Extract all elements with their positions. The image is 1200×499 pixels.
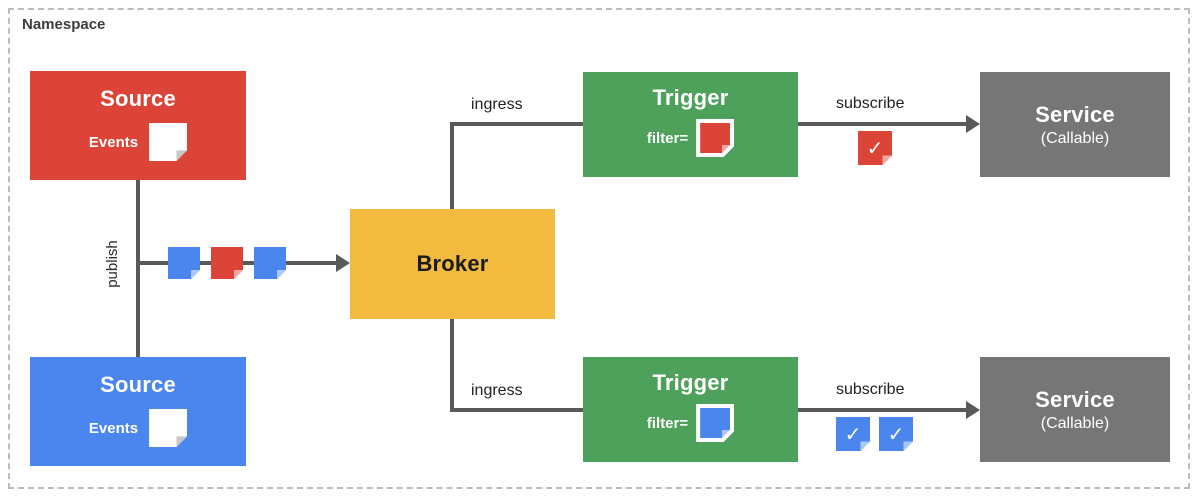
broker-title: Broker bbox=[416, 251, 489, 276]
ingress-bottom-label: ingress bbox=[471, 382, 523, 399]
filter-event-blue-icon bbox=[696, 404, 735, 442]
node-service-top: Service (Callable) bbox=[980, 72, 1170, 177]
filter-row: filter= bbox=[646, 404, 735, 442]
node-source-bottom: Source Events bbox=[30, 357, 246, 466]
ingress-top-connector-horizontal bbox=[450, 122, 583, 126]
filter-event-red-icon bbox=[696, 119, 735, 157]
publish-label: publish bbox=[104, 240, 121, 288]
trigger-title: Trigger bbox=[652, 370, 729, 395]
event-note-white-icon bbox=[149, 409, 188, 447]
event-note-blue-icon bbox=[254, 247, 286, 279]
service-title: Service bbox=[1035, 386, 1115, 412]
event-note-blue-icon bbox=[168, 247, 200, 279]
arrowhead-icon bbox=[966, 401, 980, 419]
source-title: Source bbox=[100, 372, 176, 397]
event-note-white-icon bbox=[149, 123, 188, 161]
event-note-red-icon bbox=[211, 247, 243, 279]
events-label: Events bbox=[88, 419, 139, 437]
ingress-top-connector-vertical bbox=[450, 122, 454, 209]
arrowhead-icon bbox=[966, 115, 980, 133]
node-trigger-bottom: Trigger filter= bbox=[583, 357, 798, 462]
arrowhead-icon bbox=[336, 254, 350, 272]
delivered-event-check-blue-icon: ✓ bbox=[836, 417, 870, 451]
check-glyph: ✓ bbox=[887, 423, 905, 446]
events-row: Events bbox=[88, 409, 188, 447]
events-label: Events bbox=[88, 133, 139, 151]
node-broker: Broker bbox=[350, 209, 555, 319]
trigger-title: Trigger bbox=[652, 85, 729, 110]
source-title: Source bbox=[100, 86, 176, 111]
node-service-bottom: Service (Callable) bbox=[980, 357, 1170, 462]
ingress-bottom-connector-vertical bbox=[450, 319, 454, 412]
ingress-top-label: ingress bbox=[471, 96, 523, 113]
service-subtitle: (Callable) bbox=[1040, 414, 1110, 432]
filter-label: filter= bbox=[646, 414, 689, 432]
subscribe-top-line bbox=[798, 122, 966, 126]
node-source-top: Source Events bbox=[30, 71, 246, 180]
publish-connector-line bbox=[136, 180, 140, 357]
service-subtitle: (Callable) bbox=[1040, 129, 1110, 147]
node-trigger-top: Trigger filter= bbox=[583, 72, 798, 177]
namespace-boundary bbox=[8, 8, 1190, 489]
delivered-event-check-blue-icon: ✓ bbox=[879, 417, 913, 451]
filter-label: filter= bbox=[646, 129, 689, 147]
filter-row: filter= bbox=[646, 119, 735, 157]
ingress-bottom-connector-horizontal bbox=[450, 408, 583, 412]
service-title: Service bbox=[1035, 101, 1115, 127]
delivered-event-check-red-icon: ✓ bbox=[858, 131, 892, 165]
check-glyph: ✓ bbox=[844, 423, 862, 446]
subscribe-bottom-line bbox=[798, 408, 966, 412]
subscribe-top-label: subscribe bbox=[836, 95, 905, 112]
namespace-label: Namespace bbox=[22, 16, 106, 33]
subscribe-bottom-label: subscribe bbox=[836, 381, 905, 398]
events-row: Events bbox=[88, 123, 188, 161]
check-glyph: ✓ bbox=[866, 137, 884, 160]
